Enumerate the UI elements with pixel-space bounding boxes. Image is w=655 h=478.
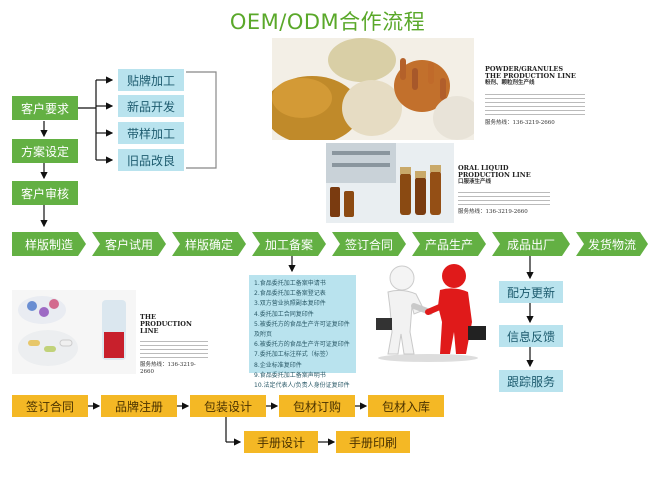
manual-printing: 手册印刷 — [336, 431, 410, 453]
option-sample-processing: 带样加工 — [118, 122, 184, 144]
filing-doc-item: 9.食品委托加工备案声明书 — [254, 371, 326, 379]
liquid-caption: ORAL LIQUID PRODUCTION LINE 口服液生产线 服务热线：… — [458, 165, 550, 215]
option-new-product: 新品开发 — [118, 95, 184, 117]
filing-doc-item: 3.双方营业执照副本复印件 — [254, 300, 326, 308]
flow-processing-filing: 加工备案 — [252, 232, 326, 256]
powder-heading-1: POWDER/GRANULES — [485, 65, 564, 73]
flow-logistics: 发货物流 — [576, 232, 648, 256]
option-improvement: 旧品改良 — [118, 149, 184, 171]
manual-design: 手册设计 — [244, 431, 318, 453]
filing-doc-item: 5.被委托方的食品生产许可证复印件及附页 — [254, 320, 350, 339]
tablet-heading-2: LINE — [140, 327, 159, 335]
tablet-product-photo — [12, 290, 136, 374]
tablet-text-lines — [140, 338, 208, 360]
filing-doc-item: 8.企业标准复印件 — [254, 361, 302, 369]
after-feedback: 信息反馈 — [499, 325, 563, 347]
liquid-heading-2: PRODUCTION LINE — [458, 171, 531, 179]
option-oem: 贴牌加工 — [118, 69, 184, 91]
liquid-heading-1: ORAL LIQUID — [458, 164, 509, 172]
handshake-figures — [368, 262, 488, 362]
bottom-material-order: 包材订购 — [279, 395, 355, 417]
filing-doc-item: 7.委托加工标注样式（标签） — [254, 351, 332, 359]
powder-phone: 服务热线：136-3219-2660 — [485, 119, 555, 126]
bottom-sign-contract: 签订合同 — [12, 395, 88, 417]
flow-customer-trial: 客户试用 — [92, 232, 166, 256]
filing-documents-panel: 1.食品委托加工备案申请书 2.食品委托加工备案登记表 3.双方营业执照副本复印… — [249, 275, 356, 389]
step-plan-setting: 方案设定 — [12, 139, 78, 163]
bottom-brand-registration: 品牌注册 — [101, 395, 177, 417]
tablet-caption: THE PRODUCTION LINE 服务热线：136-3219-2660 — [140, 314, 208, 375]
powder-caption: POWDER/GRANULES THE PRODUCTION LINE 粉剂、颗… — [485, 66, 585, 126]
powder-text-lines — [485, 90, 585, 117]
flow-production: 产品生产 — [412, 232, 486, 256]
filing-doc-item: 2.食品委托加工备案登记表 — [254, 290, 326, 298]
liquid-phone: 服务热线：136-3219-2660 — [458, 208, 528, 215]
flow-sample-confirm: 样版确定 — [172, 232, 246, 256]
powder-product-photo — [272, 38, 474, 140]
liquid-text-lines — [458, 188, 550, 207]
liquid-product-photo — [326, 143, 454, 223]
tablet-heading-1: THE PRODUCTION — [140, 313, 192, 328]
tablet-phone: 服务热线：136-3219-2660 — [140, 362, 196, 375]
bottom-material-storage: 包材入库 — [368, 395, 444, 417]
filing-doc-item: 4.委托加工合同复印件 — [254, 310, 314, 318]
powder-subheading: 粉剂、颗粒剂生产线 — [485, 80, 535, 86]
flow-shipment-out: 成品出厂 — [492, 232, 570, 256]
flow-sign-contract: 签订合同 — [332, 232, 406, 256]
step-customer-request: 客户要求 — [12, 96, 78, 120]
filing-doc-item: 6.被委托方的食品生产许可证复印件 — [254, 341, 350, 349]
after-formula-update: 配方更新 — [499, 281, 563, 303]
powder-heading-2: THE PRODUCTION LINE — [485, 72, 576, 80]
flow-sample-making: 样版制造 — [12, 232, 86, 256]
filing-doc-item: 1.食品委托加工备案申请书 — [254, 280, 326, 287]
liquid-subheading: 口服液生产线 — [458, 179, 492, 185]
page-title: OEM/ODM合作流程 — [229, 10, 426, 34]
bottom-package-design: 包装设计 — [190, 395, 266, 417]
step-customer-review: 客户审核 — [12, 181, 78, 205]
filing-doc-item: 10.法定代表人/负责人身份证复印件 — [254, 382, 350, 390]
after-tracking: 跟踪服务 — [499, 370, 563, 392]
